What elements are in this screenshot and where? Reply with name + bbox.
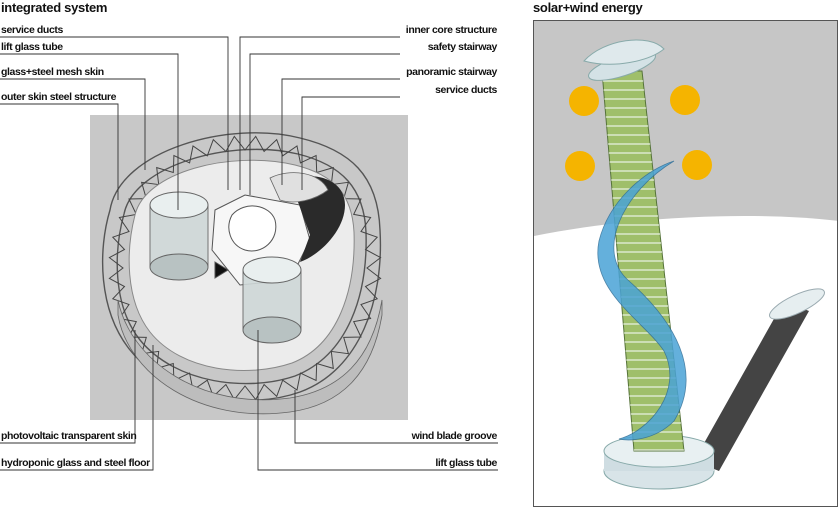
floor-plan-illustration — [0, 36, 498, 471]
label-panoramic-stairway: panoramic stairway — [406, 66, 497, 78]
sun-2 — [670, 85, 700, 115]
truss-pattern — [108, 135, 382, 401]
sun-1 — [569, 86, 599, 116]
left-panel-title: integrated system — [1, 0, 108, 15]
label-outer-skin-steel-structure: outer skin steel structure — [1, 91, 117, 103]
label-service-ducts-right: service ducts — [435, 84, 497, 96]
label-lift-glass-tube-top: lift glass tube — [1, 41, 63, 53]
sun-4 — [682, 150, 712, 180]
lift-glass-tube-left — [149, 191, 209, 281]
label-photovoltaic-skin: photovoltaic transparent skin — [1, 430, 137, 442]
label-lift-glass-tube-bottom: lift glass tube — [435, 457, 497, 469]
right-panel-title: solar+wind energy — [533, 0, 643, 15]
label-service-ducts-left: service ducts — [1, 24, 63, 36]
tower-illustration — [534, 21, 837, 506]
label-safety-stairway: safety stairway — [427, 41, 498, 53]
lift-glass-tube-right — [242, 256, 302, 344]
sun-3 — [565, 151, 595, 181]
solar-wind-render — [533, 20, 838, 507]
leader-lines — [0, 36, 498, 471]
label-wind-blade-groove: wind blade groove — [411, 430, 498, 442]
label-inner-core-structure: inner core structure — [405, 24, 498, 36]
floor-rim — [117, 299, 383, 415]
truss-zigzag — [108, 135, 382, 401]
safety-stairway — [269, 172, 329, 203]
label-hydroponic-floor: hydroponic glass and steel floor — [1, 457, 150, 469]
label-glass-steel-mesh-skin: glass+steel mesh skin — [1, 66, 104, 78]
wind-blade — [597, 160, 687, 441]
